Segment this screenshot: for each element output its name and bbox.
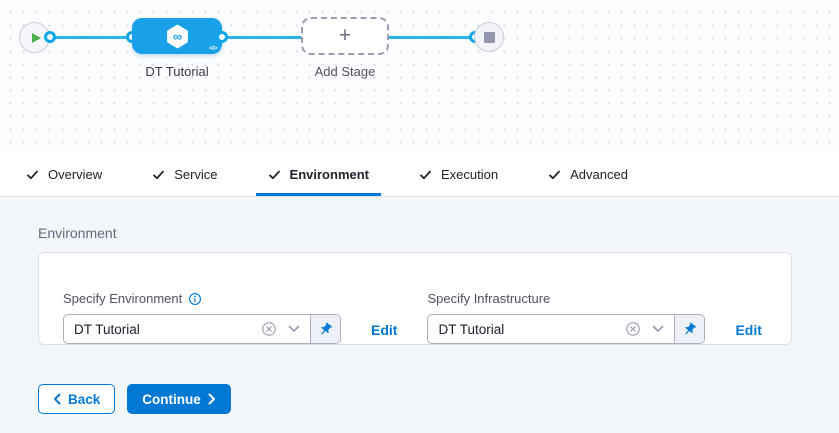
code-badge-icon: </> [209,45,217,52]
section-title: Environment [38,225,117,241]
pin-button[interactable] [674,315,705,343]
infrastructure-field-label: Specify Infrastructure [427,291,551,306]
environment-select [63,314,341,344]
edit-environment-link[interactable]: Edit [371,322,398,338]
svg-text:∞: ∞ [172,28,181,43]
stage-node-out-port[interactable] [216,31,228,43]
tab-label: Overview [48,167,103,182]
chevron-down-icon[interactable] [652,325,664,333]
tab-environment[interactable]: Environment [255,153,382,196]
infrastructure-field-group: Specify Infrastructure [427,272,762,344]
add-stage-button[interactable]: + [301,17,389,55]
environment-field-group: Specify Environment [63,272,397,344]
environment-field-label: Specify Environment [63,291,183,306]
wizard-footer: Back Continue [38,384,801,414]
infrastructure-select-input[interactable] [428,321,626,337]
back-button[interactable]: Back [38,384,116,414]
tab-label: Advanced [570,167,628,182]
pipeline-end-node[interactable] [474,22,504,52]
chevron-down-icon[interactable] [288,325,300,333]
infrastructure-select [427,314,706,344]
environment-card: Specify Environment [38,252,792,345]
check-icon [420,170,431,179]
cd-hexagon-infinity-icon: ∞ [166,24,188,48]
chevron-right-icon [208,393,215,405]
check-icon [153,170,165,179]
pin-icon [685,322,697,334]
check-icon [549,170,561,179]
tab-label: Execution [441,167,499,182]
stage-node-label: DT Tutorial [145,64,209,79]
start-node-out-port[interactable] [44,31,56,43]
chevron-left-icon [54,393,61,405]
tab-advanced[interactable]: Advanced [536,153,640,196]
info-icon[interactable] [188,292,202,306]
pin-icon [321,322,333,334]
tab-execution[interactable]: Execution [407,153,510,196]
check-icon [27,170,38,179]
tab-overview[interactable]: Overview [14,153,114,196]
back-button-label: Back [68,391,101,407]
stop-icon [483,31,495,43]
pin-button[interactable] [310,315,340,343]
check-icon [268,170,280,179]
environment-panel: Environment Specify Environment [0,197,839,433]
edit-infrastructure-link[interactable]: Edit [735,322,762,338]
tab-service[interactable]: Service [140,153,229,196]
tab-label: Service [174,167,218,182]
pipeline-canvas[interactable]: ∞ </> DT Tutorial + Add Stage [0,0,839,153]
continue-button[interactable]: Continue [127,384,231,414]
pipeline-connector-line [50,36,475,39]
stage-config-tab-bar: Overview Service Environment Execution A… [0,153,839,197]
add-stage-label: Add Stage [314,64,376,79]
tab-label: Environment [289,167,370,182]
play-icon [31,32,41,43]
stage-node-dt-tutorial[interactable]: ∞ </> [132,18,222,54]
plus-icon: + [338,23,352,47]
clear-icon[interactable] [261,321,277,337]
clear-icon[interactable] [625,321,641,337]
continue-button-label: Continue [142,391,201,407]
environment-select-input[interactable] [64,321,261,337]
